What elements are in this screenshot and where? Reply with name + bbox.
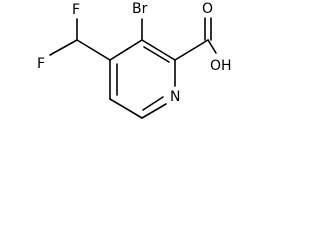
bond-chf2-f-bottom	[49, 39, 78, 56]
ring-bond-c3-c2	[141, 39, 176, 61]
ring-nitrogen-label: N	[170, 89, 180, 105]
ring-bond-n-c6	[141, 103, 167, 119]
fluorine-top-label: F	[72, 2, 80, 18]
hydroxyl-label: OH	[210, 58, 232, 74]
carbonyl-oxygen-label: O	[202, 1, 213, 17]
ring-bond-n-c6-inner	[142, 96, 164, 111]
bromine-label: Br	[132, 1, 148, 17]
ring-bond-c3-c2-inner	[143, 46, 170, 63]
ring-bond-c6-c5	[109, 98, 143, 119]
bond-carboxyl-oh	[207, 39, 217, 54]
bond-c4-chf2	[76, 39, 111, 61]
chemical-structure-diagram: Br F F O OH N	[37, 1, 232, 119]
fluorine-bottom-label: F	[37, 56, 45, 72]
pyridine-ring	[109, 39, 176, 119]
ring-bond-c4-c3	[109, 39, 143, 61]
bond-c2-carboxyl	[174, 39, 209, 61]
